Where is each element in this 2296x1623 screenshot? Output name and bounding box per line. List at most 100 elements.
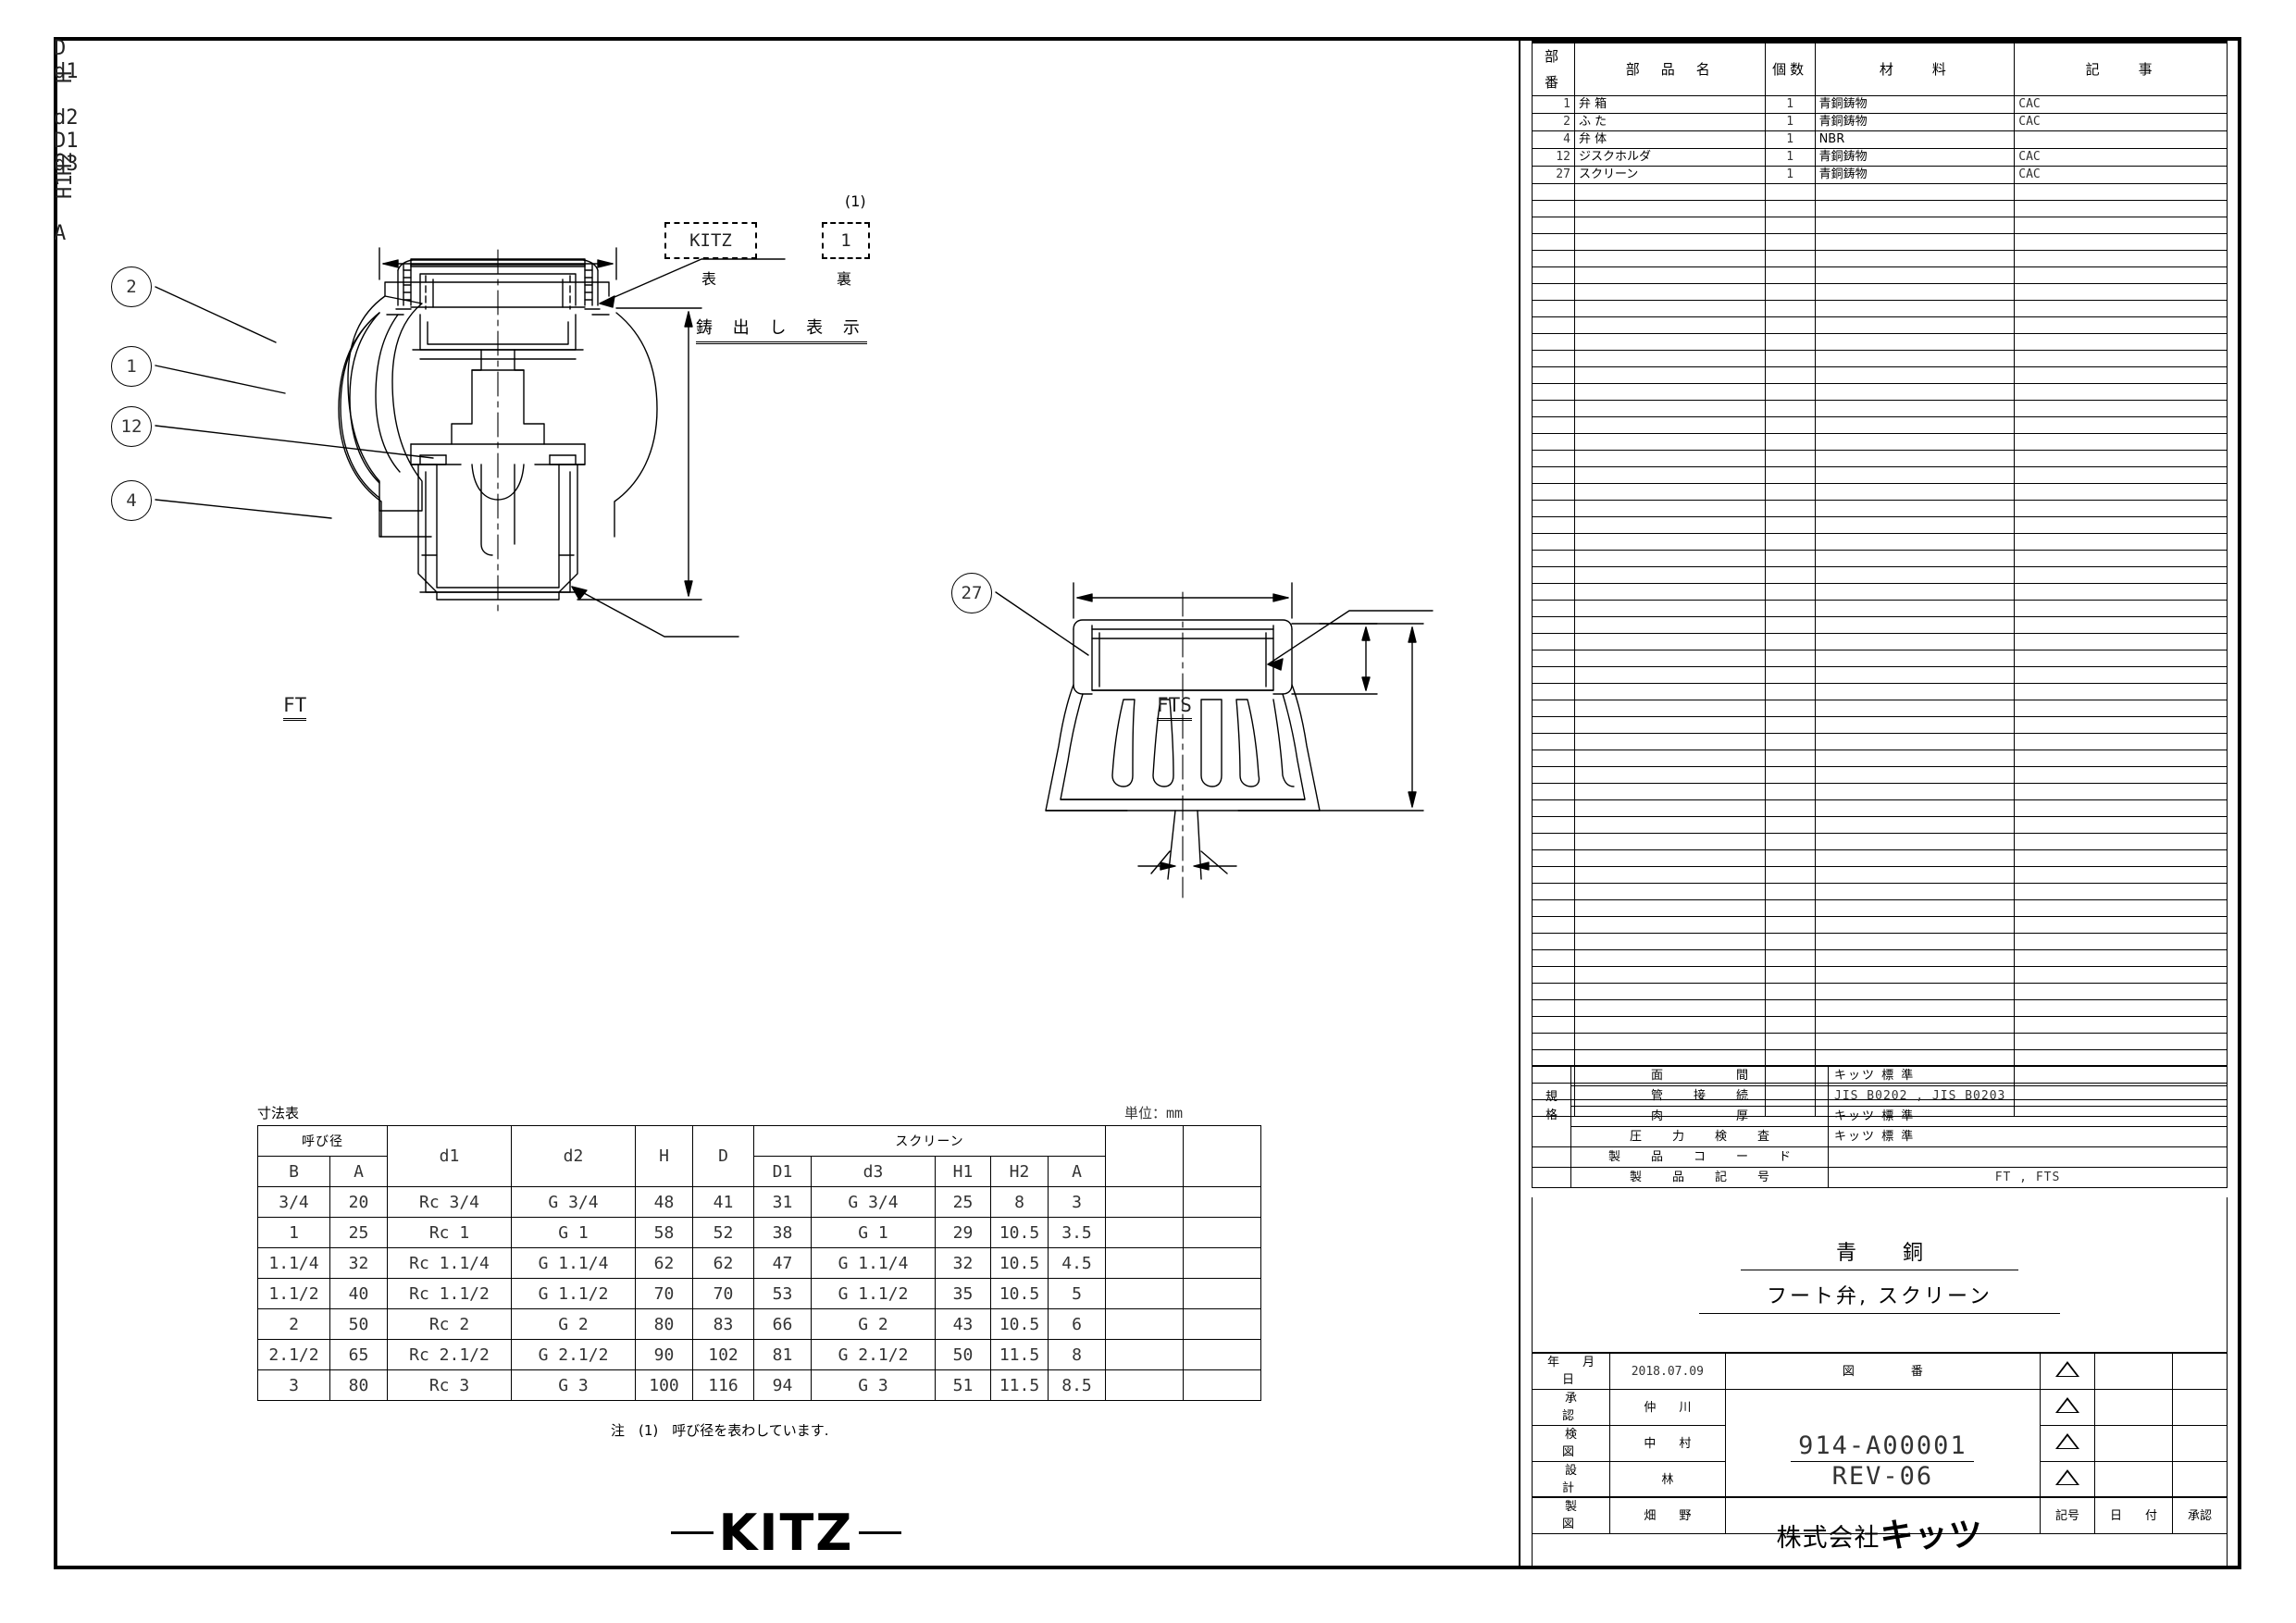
parts-list-row <box>1532 283 2228 301</box>
approval-value-check: 中 村 <box>1608 1425 1726 1462</box>
dim-col-H: H <box>635 1125 693 1187</box>
dim-cell-H2: 8 <box>990 1186 1049 1218</box>
dim-cell-empty-2 <box>1183 1339 1261 1370</box>
dim-cell-H1: 35 <box>935 1278 991 1309</box>
dim-cell-A: 80 <box>329 1369 388 1401</box>
parts-list-row <box>1532 700 2228 717</box>
dim-cell-B: 2.1/2 <box>257 1339 330 1370</box>
dim-label-D: D <box>54 37 67 60</box>
parts-list-row <box>1532 633 2228 650</box>
balloon-part-2: 2 <box>111 266 152 307</box>
parts-list-row <box>1532 266 2228 284</box>
dim-col-d2: d2 <box>511 1125 636 1187</box>
spec-row-product-code: 製 品 コ ー ド <box>1532 1146 2228 1168</box>
parts-list-row <box>1532 533 2228 551</box>
parts-list-col-remarks: 記 事 <box>2014 42 2228 96</box>
parts-list-row <box>1532 1033 2228 1050</box>
spec-row-2: 肉 厚 キッツ 標 準 <box>1533 1106 2228 1127</box>
parts-list-row <box>1532 683 2228 700</box>
parts-list-col-material: 材 料 <box>1814 42 2016 96</box>
spec-item-product-code: 製 品 コ ー ド <box>1570 1146 1829 1168</box>
rev-col-header-date: 日 付 <box>2094 1497 2173 1534</box>
part-no: 4 <box>1532 130 1575 149</box>
view-name-ft: FT <box>283 694 307 721</box>
dim-group-screen: スクリーン <box>753 1125 1106 1157</box>
spec-item-face-to-face: 面 間 <box>1570 1065 1829 1086</box>
dim-col-d1: d1 <box>387 1125 512 1187</box>
dim-cell-A: 20 <box>329 1186 388 1218</box>
dim-cell-d2: G 2.1/2 <box>511 1339 636 1370</box>
part-material: 青銅鋳物 <box>1814 166 2016 184</box>
cast-back-box: 1 <box>822 222 870 259</box>
dim-cell-empty-1 <box>1105 1369 1184 1401</box>
parts-list-row <box>1532 516 2228 534</box>
dim-cell-B: 2 <box>257 1308 330 1340</box>
parts-list-row <box>1532 1016 2228 1034</box>
title-product-name: フート弁, スクリーン <box>1699 1280 2060 1314</box>
dim-cell-D: 62 <box>692 1247 754 1279</box>
parts-list-row <box>1532 999 2228 1017</box>
part-remarks: CAC <box>2014 113 2228 131</box>
part-qty: 1 <box>1764 130 1816 149</box>
dim-cell-d1: Rc 3/4 <box>387 1186 512 1218</box>
spec-group-label: 規格 <box>1532 1065 1571 1147</box>
part-material: 青銅鋳物 <box>1814 95 2016 114</box>
dim-label-D1: D1 <box>54 130 79 153</box>
spec-item-product-symbol: 製 品 記 号 <box>1570 1167 1829 1188</box>
kitz-logo-text: KITZ <box>718 1503 854 1562</box>
spec-value-wall-thickness: キッツ 標 準 <box>1828 1106 2228 1127</box>
dim-cell-empty-2 <box>1183 1247 1261 1279</box>
spec-value-product-symbol: FT , FTS <box>1828 1167 2228 1188</box>
dim-label-d3: d3 <box>54 153 79 176</box>
rev-approve-1 <box>2171 1389 2228 1426</box>
dim-cell-empty-2 <box>1183 1278 1261 1309</box>
cast-back-label: 裏 <box>837 270 852 288</box>
dim-cell-D1: 81 <box>753 1339 812 1370</box>
part-no: 27 <box>1532 166 1575 184</box>
dim-cell-A: 65 <box>329 1339 388 1370</box>
dim-cell-H2: 11.5 <box>990 1369 1049 1401</box>
approval-label-date: 年 月 日 <box>1532 1353 1612 1390</box>
dim-cell-H1: 51 <box>935 1369 991 1401</box>
parts-list-row <box>1532 983 2228 1000</box>
part-remarks: CAC <box>2014 166 2228 184</box>
dim-cell-d1: Rc 3 <box>387 1369 512 1401</box>
approval-value-design: 林 <box>1608 1461 1726 1498</box>
dim-table-unit: 単位：mm <box>1124 1105 1184 1121</box>
parts-list-row <box>1532 200 2228 217</box>
dim-cell-H: 48 <box>635 1186 693 1218</box>
parts-list-row <box>1532 949 2228 967</box>
approval-row-design: 設 計 林 <box>1532 1461 2228 1498</box>
parts-list-row <box>1532 883 2228 900</box>
dim-cell-A: 40 <box>329 1278 388 1309</box>
title-material: 青 銅 <box>1741 1236 2018 1270</box>
dim-cell-empty-2 <box>1183 1186 1261 1218</box>
approval-row-approve: 承 認 仲 川 914-A00001 REV-06 <box>1532 1389 2228 1534</box>
parts-list-row <box>1532 600 2228 617</box>
dim-cell-d2: G 1.1/2 <box>511 1278 636 1309</box>
spec-value-pipe-connection: JIS B0202 , JIS B0203 <box>1828 1085 2228 1107</box>
spec-item-wall-thickness: 肉 厚 <box>1570 1106 1829 1127</box>
dim-cell-Ax: 6 <box>1048 1308 1106 1340</box>
dim-col-B: B <box>257 1156 330 1187</box>
dim-cell-d3: G 1.1/2 <box>811 1278 936 1309</box>
parts-list-row <box>1532 566 2228 584</box>
dim-cell-D1: 66 <box>753 1308 812 1340</box>
dim-cell-Ax: 5 <box>1048 1278 1106 1309</box>
part-remarks: CAC <box>2014 148 2228 167</box>
rev-mark-0 <box>2040 1353 2096 1390</box>
balloon-part-4: 4 <box>111 480 152 521</box>
spec-table: 規格 面 間 キッツ 標 準 管 接 続 JIS B0202 , JIS B02… <box>1532 1065 2228 1188</box>
dim-table-caption: 寸法表 <box>257 1105 300 1121</box>
parts-list-row <box>1532 833 2228 850</box>
dim-cell-d3: G 1.1/4 <box>811 1247 936 1279</box>
dim-cell-D1: 31 <box>753 1186 812 1218</box>
dim-cell-empty-1 <box>1105 1247 1184 1279</box>
cast-back-note: (1) <box>845 192 866 210</box>
approval-row-check: 検 図 中 村 <box>1532 1425 2228 1462</box>
parts-list-row <box>1532 849 2228 867</box>
